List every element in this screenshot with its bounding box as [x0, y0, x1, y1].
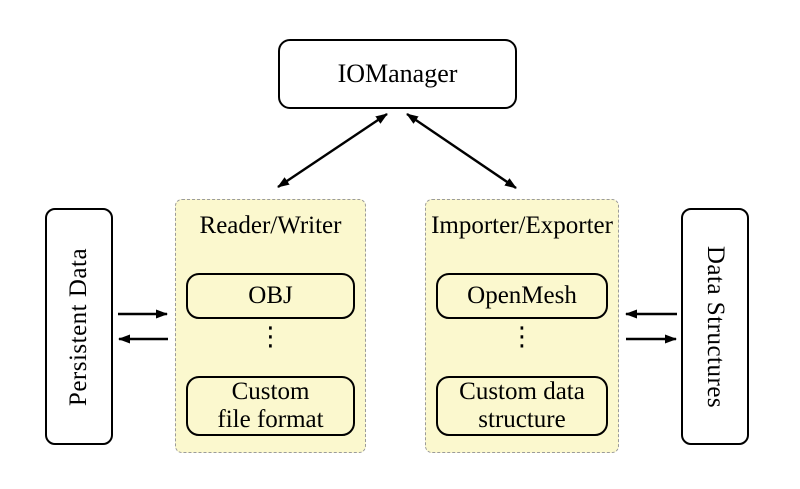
importer-exporter-title: Importer/Exporter — [431, 212, 613, 239]
reader-writer-title: Reader/Writer — [199, 212, 342, 239]
custom-data-structure-box: Custom data structure — [436, 376, 608, 436]
vertical-ellipsis: ⋮ — [257, 322, 284, 352]
data-structures-label: Data Structures — [702, 245, 729, 408]
arrow-iomanager-importerexporter — [406, 113, 517, 189]
persistent-data-box: Persistent Data — [45, 208, 113, 445]
reader-writer-group: Reader/Writer OBJ ⋮ Custom file format — [175, 199, 366, 453]
data-structures-box: Data Structures — [681, 208, 749, 445]
iomanager-box: IOManager — [278, 39, 517, 109]
openmesh-box: OpenMesh — [436, 273, 608, 319]
obj-label: OBJ — [248, 282, 293, 309]
custom-file-format-box: Custom file format — [186, 376, 355, 436]
arrow-iomanager-readerwriter — [277, 113, 388, 188]
iomanager-label: IOManager — [337, 59, 458, 88]
openmesh-label: OpenMesh — [467, 282, 577, 309]
custom-data-structure-label: Custom data structure — [459, 378, 585, 433]
vertical-ellipsis: ⋮ — [509, 322, 535, 352]
obj-box: OBJ — [186, 273, 355, 319]
custom-file-format-label: Custom file format — [217, 378, 324, 433]
persistent-data-label: Persistent Data — [65, 247, 93, 406]
importer-exporter-group: Importer/Exporter OpenMesh ⋮ Custom data… — [425, 199, 619, 453]
